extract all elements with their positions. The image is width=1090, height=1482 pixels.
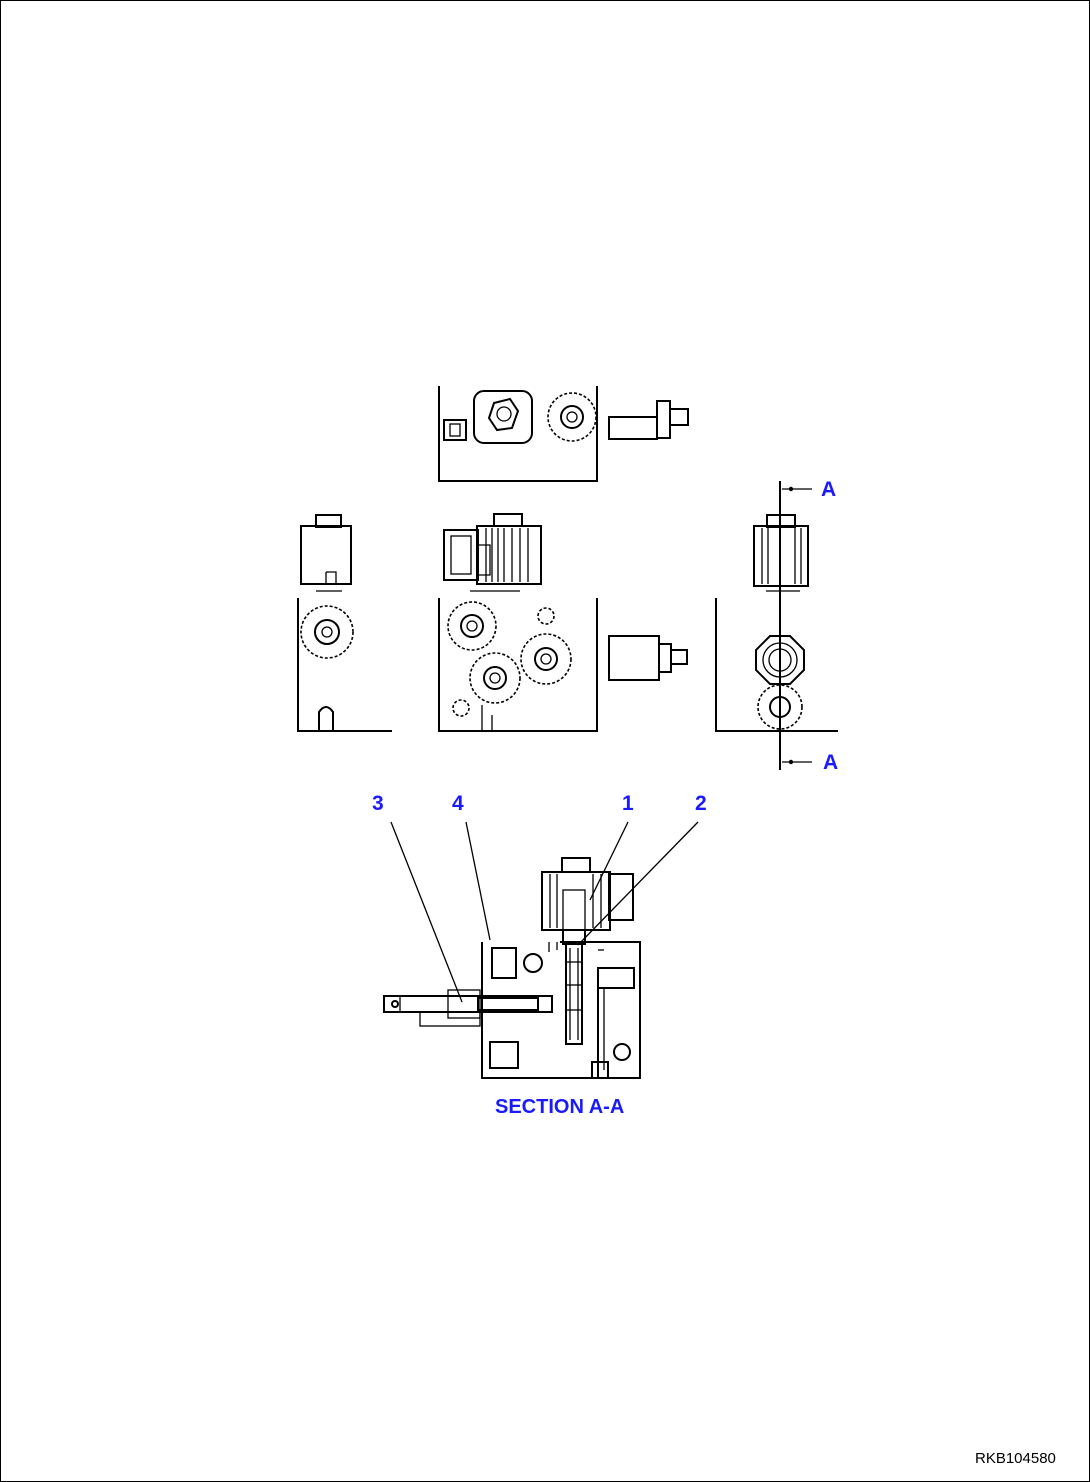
callout-4: 4 (452, 792, 464, 815)
top-view (438, 386, 689, 482)
left-side-view (297, 514, 392, 732)
leader-lines (390, 821, 699, 1003)
drawing-number: RKB104580 (975, 1450, 1056, 1467)
section-title: SECTION A-A (495, 1096, 624, 1118)
callout-1: 1 (622, 792, 634, 815)
callout-2: 2 (695, 792, 707, 815)
section-a-a-view (383, 857, 641, 1079)
front-view (438, 513, 688, 732)
section-marker-top: A (821, 478, 836, 501)
right-side-view (715, 481, 838, 770)
section-marker-bottom: A (823, 751, 838, 774)
callout-3: 3 (372, 792, 384, 815)
